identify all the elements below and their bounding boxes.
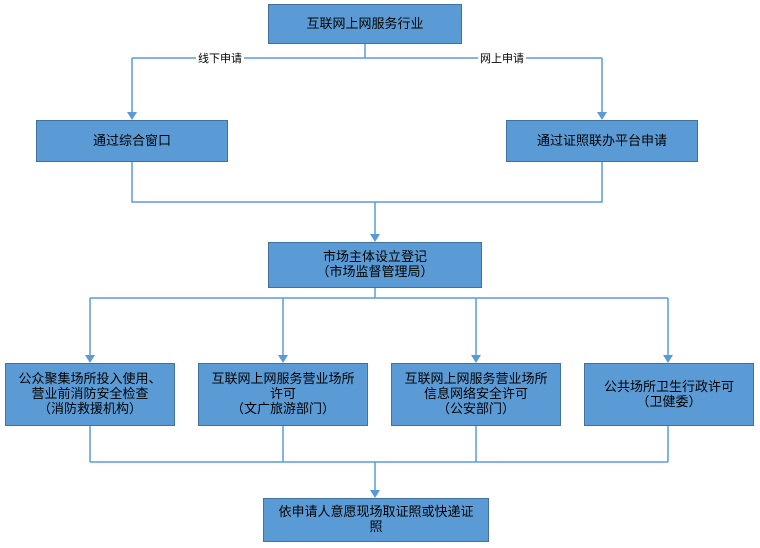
node-online-platform-text: 通过证照联办平台申请 bbox=[536, 133, 667, 149]
node-offline-window-text: 通过综合窗口 bbox=[92, 133, 171, 149]
node-security-license-line-1: 互联网上网服务营业场所 bbox=[404, 372, 548, 387]
node-security-license-line-3: （公安部门） bbox=[436, 402, 515, 417]
arrow-to-fire bbox=[85, 355, 95, 363]
arrow-to-online bbox=[597, 112, 607, 120]
node-fire-check-line-1: 公众聚集场所投入使用、 bbox=[18, 372, 162, 387]
arrow-to-internet bbox=[278, 355, 288, 363]
connector-registration-split bbox=[90, 288, 668, 299]
node-health-license-line-2: （卫健委） bbox=[636, 394, 702, 410]
node-health-license: 公共场所卫生行政许可 （卫健委） bbox=[584, 363, 754, 426]
node-internet-license-line-1: 互联网上网服务营业场所 bbox=[211, 372, 355, 387]
node-internet-license-line-2: 许可 bbox=[269, 387, 296, 402]
arrow-to-offline bbox=[127, 112, 137, 120]
node-online-platform: 通过证照联办平台申请 bbox=[506, 120, 698, 162]
node-fire-check: 公众聚集场所投入使用、 营业前消防安全检查 （消防救援机构） bbox=[5, 363, 175, 426]
node-registration-line-1: 市场主体设立登记 bbox=[322, 250, 427, 265]
edge-label-offline: 线下申请 bbox=[196, 52, 244, 65]
node-certificate-line-2: 照 bbox=[369, 520, 383, 535]
connector-merge bbox=[131, 162, 603, 234]
node-security-license: 互联网上网服务营业场所 信息网络安全许可 （公安部门） bbox=[391, 363, 561, 426]
node-internet-license: 互联网上网服务营业场所 许可 （文广旅游部门） bbox=[198, 363, 368, 426]
node-registration-line-2: （市场监督管理局） bbox=[316, 265, 434, 280]
node-internet-license-line-3: （文广旅游部门） bbox=[230, 402, 335, 417]
node-root-text: 互联网上网服务行业 bbox=[306, 16, 424, 32]
node-root: 互联网上网服务行业 bbox=[268, 4, 462, 44]
arrow-to-health bbox=[663, 355, 673, 363]
node-certificate-line-1: 依申请人意愿现场取证照或快递证 bbox=[278, 505, 474, 520]
node-fire-check-line-3: （消防救援机构） bbox=[37, 402, 142, 417]
arrow-to-certificate bbox=[370, 490, 380, 498]
edge-label-online: 网上申请 bbox=[478, 52, 526, 65]
connector-final-merge bbox=[89, 426, 669, 490]
node-certificate: 依申请人意愿现场取证照或快递证 照 bbox=[263, 498, 489, 542]
node-security-license-line-2: 信息网络安全许可 bbox=[423, 387, 528, 402]
node-offline-window: 通过综合窗口 bbox=[36, 120, 228, 162]
node-fire-check-line-2: 营业前消防安全检查 bbox=[31, 387, 149, 402]
node-registration: 市场主体设立登记 （市场监督管理局） bbox=[268, 242, 482, 288]
arrow-to-registration bbox=[370, 234, 380, 242]
arrow-to-security bbox=[471, 355, 481, 363]
node-health-license-line-1: 公共场所卫生行政许可 bbox=[603, 379, 734, 395]
